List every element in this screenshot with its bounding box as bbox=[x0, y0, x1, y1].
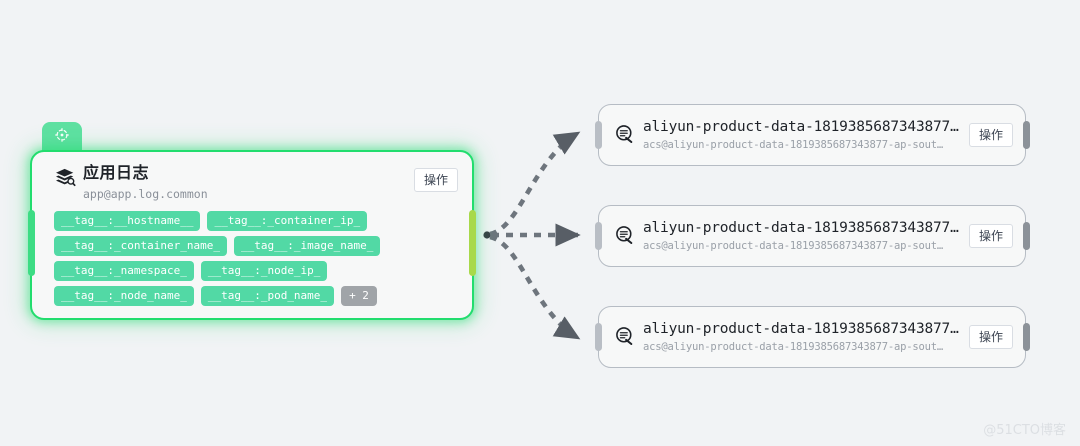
target-title: aliyun-product-data-1819385687343877… bbox=[643, 219, 959, 236]
logstore-search-icon bbox=[615, 326, 635, 346]
target-card[interactable]: aliyun-product-data-1819385687343877… ac… bbox=[598, 104, 1026, 166]
source-handle-right[interactable] bbox=[469, 210, 476, 276]
logstore-search-icon bbox=[615, 124, 635, 144]
tag-chip[interactable]: __tag__:_node_ip_ bbox=[200, 261, 328, 281]
edge-junction-dot bbox=[483, 231, 491, 239]
target-handle-left[interactable] bbox=[594, 222, 602, 250]
target-subtitle: acs@aliyun-product-data-1819385687343877… bbox=[643, 138, 943, 151]
target-action-button[interactable]: 操作 bbox=[968, 325, 1013, 349]
watermark: @51CTO博客 bbox=[983, 423, 1066, 438]
tag-row: __tag__:_node_name_ __tag__:_pod_name_ +… bbox=[54, 286, 458, 306]
source-title: 应用日志 bbox=[83, 165, 150, 182]
tag-row: __tag__:__hostname__ __tag__:_container_… bbox=[54, 211, 458, 231]
source-subtitle: app@app.log.common bbox=[83, 187, 208, 201]
source-header: 应用日志 app@app.log.common 操作 bbox=[54, 164, 458, 202]
target-title: aliyun-product-data-1819385687343877… bbox=[643, 320, 959, 337]
source-node-application-log[interactable]: 应用日志 app@app.log.common 操作 __tag__:__hos… bbox=[28, 122, 476, 320]
source-card[interactable]: 应用日志 app@app.log.common 操作 __tag__:__hos… bbox=[28, 150, 476, 320]
target-subtitle: acs@aliyun-product-data-1819385687343877… bbox=[643, 239, 943, 252]
tag-chip[interactable]: __tag__:_node_name_ bbox=[54, 286, 194, 306]
edge-to-target-1 bbox=[489, 131, 581, 237]
target-card[interactable]: aliyun-product-data-1819385687343877… ac… bbox=[598, 205, 1026, 267]
tag-list: __tag__:__hostname__ __tag__:_container_… bbox=[54, 211, 458, 306]
tag-chip[interactable]: __tag__:_image_name_ bbox=[233, 236, 381, 256]
source-handle-left[interactable] bbox=[28, 210, 35, 276]
target-card[interactable]: aliyun-product-data-1819385687343877… ac… bbox=[598, 306, 1026, 368]
tag-overflow-badge[interactable]: + 2 bbox=[341, 286, 377, 306]
target-action-button[interactable]: 操作 bbox=[968, 123, 1013, 147]
target-crosshair-icon bbox=[54, 127, 70, 143]
tag-chip[interactable]: __tag__:_container_name_ bbox=[54, 236, 227, 256]
target-node-1[interactable]: aliyun-product-data-1819385687343877… ac… bbox=[594, 104, 1030, 166]
target-node-3[interactable]: aliyun-product-data-1819385687343877… ac… bbox=[594, 306, 1030, 368]
source-action-button[interactable]: 操作 bbox=[413, 168, 458, 192]
target-handle-right[interactable] bbox=[1022, 121, 1030, 149]
target-subtitle: acs@aliyun-product-data-1819385687343877… bbox=[643, 340, 943, 353]
target-action-button[interactable]: 操作 bbox=[968, 224, 1013, 248]
layers-search-icon bbox=[54, 166, 76, 188]
target-node-2[interactable]: aliyun-product-data-1819385687343877… ac… bbox=[594, 205, 1030, 267]
target-handle-left[interactable] bbox=[594, 121, 602, 149]
tag-row: __tag__:_namespace_ __tag__:_node_ip_ bbox=[54, 261, 458, 281]
target-handle-right[interactable] bbox=[1022, 222, 1030, 250]
tag-chip[interactable]: __tag__:_container_ip_ bbox=[207, 211, 368, 231]
logstore-search-icon bbox=[615, 225, 635, 245]
tag-chip[interactable]: __tag__:__hostname__ bbox=[54, 211, 201, 231]
tag-chip[interactable]: __tag__:_namespace_ bbox=[54, 261, 194, 281]
target-title: aliyun-product-data-1819385687343877… bbox=[643, 118, 959, 135]
target-handle-right[interactable] bbox=[1022, 323, 1030, 351]
tag-chip[interactable]: __tag__:_pod_name_ bbox=[200, 286, 335, 306]
tag-row: __tag__:_container_name_ __tag__:_image_… bbox=[54, 236, 458, 256]
edge-to-target-3 bbox=[489, 234, 581, 340]
target-handle-left[interactable] bbox=[594, 323, 602, 351]
